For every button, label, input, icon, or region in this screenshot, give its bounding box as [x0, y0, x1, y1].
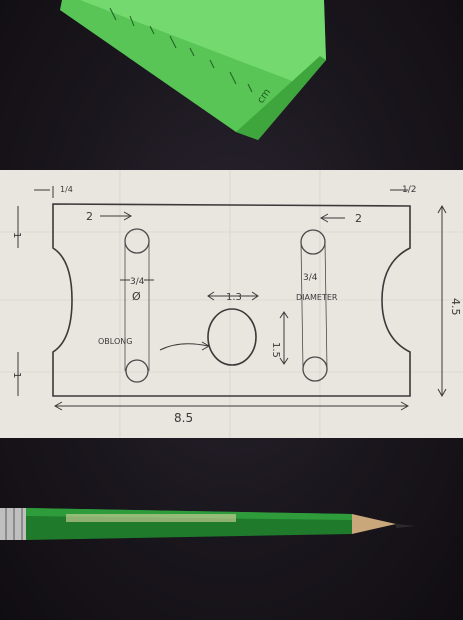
left-top-dimension-label: 1 — [11, 232, 22, 238]
hole-right-word-label: DIAMETER — [296, 293, 338, 302]
ruler: cm — [60, 0, 326, 140]
top-left-margin-label: 1/4 — [60, 185, 73, 194]
hole-spacing-right-label: 2 — [355, 212, 362, 225]
left-bottom-dimension-label: 1 — [11, 372, 22, 378]
hole-left-symbol: Ø — [132, 290, 141, 303]
hole-left-size-label: 3/4 — [130, 277, 145, 287]
center-hole — [207, 308, 257, 366]
hole-spacing-left-label: 2 — [86, 210, 93, 223]
left-oblong-slot — [124, 228, 150, 383]
center-hole-width-label: 1.3 — [226, 292, 242, 303]
paper-sheet: 1/4 1/2 2 2 3/4 Ø 3/4 DIAMETER 1.3 1.5 O… — [0, 170, 463, 438]
overall-width-label: 8.5 — [174, 411, 193, 425]
dimension-lines — [17, 186, 447, 411]
center-hole-height-label: 1.5 — [270, 342, 281, 358]
overall-height-label: 4.5 — [449, 298, 462, 316]
part-outline — [52, 203, 411, 397]
hole-right-size-label: 3/4 — [303, 273, 318, 283]
pencil — [0, 508, 416, 540]
oblong-label: OBLONG — [98, 337, 132, 346]
right-oblong-slot — [300, 229, 328, 382]
top-right-margin-label: 1/2 — [402, 185, 416, 195]
